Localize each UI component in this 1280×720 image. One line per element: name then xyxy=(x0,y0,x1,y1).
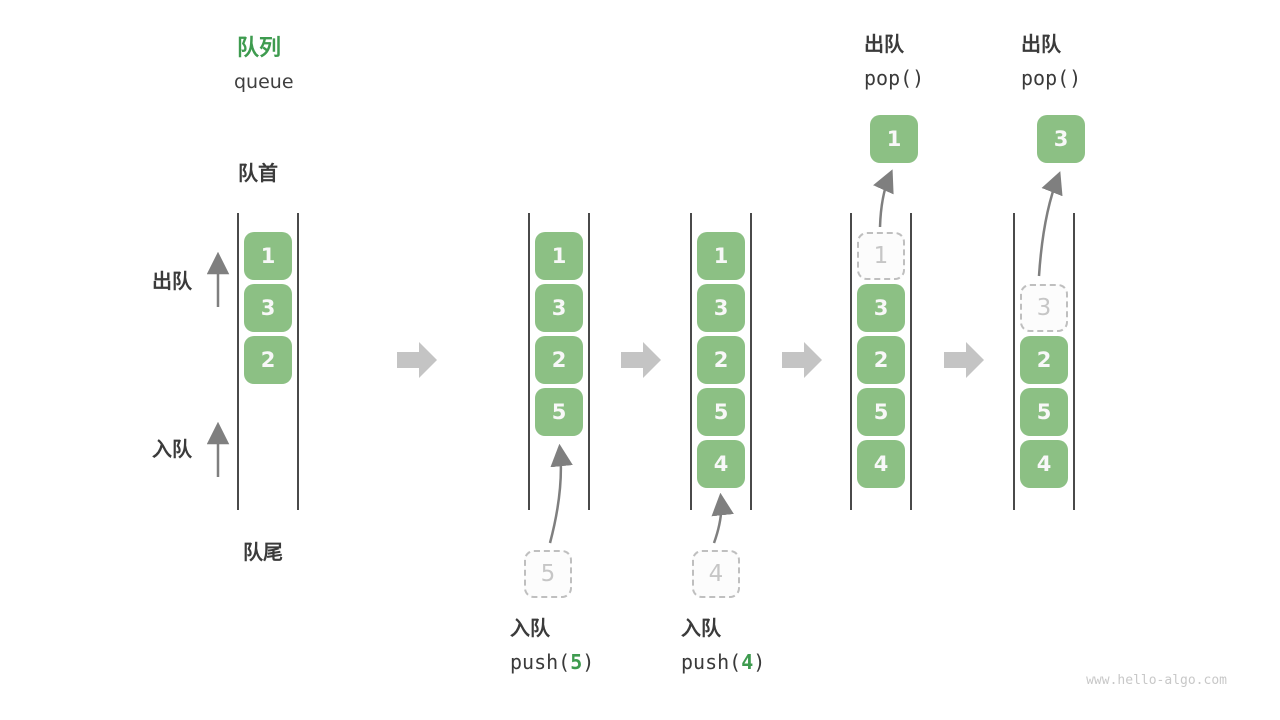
queue-front-label: 队首 xyxy=(238,161,278,185)
queue-item: 5 xyxy=(697,388,745,436)
flow-arrow-1 xyxy=(397,342,437,378)
queue-item: 2 xyxy=(244,336,292,384)
flow-arrow-4 xyxy=(944,342,984,378)
flow-arrow-3 xyxy=(782,342,822,378)
queue-item: 5 xyxy=(535,388,583,436)
push-4-fn-open: push( xyxy=(681,650,742,674)
push-4-caption-zh: 入队 xyxy=(681,616,721,640)
dequeue-side-label: 出队 xyxy=(152,269,192,293)
incoming-item-ghost: 5 xyxy=(524,550,572,598)
queue-item: 4 xyxy=(697,440,745,488)
queue-item: 1 xyxy=(535,232,583,280)
queue-container-after-push-5 xyxy=(528,213,590,510)
queue-item: 5 xyxy=(1020,388,1068,436)
popped-item: 1 xyxy=(870,115,918,163)
queue-item: 4 xyxy=(1020,440,1068,488)
queue-container-initial-queue xyxy=(237,213,299,510)
pop-1-caption-zh: 出队 xyxy=(864,32,904,56)
queue-item: 3 xyxy=(697,284,745,332)
queue-item: 3 xyxy=(857,284,905,332)
watermark: www.hello-algo.com xyxy=(1086,673,1227,688)
diagram-title-en: queue xyxy=(234,71,294,93)
queue-rear-label: 队尾 xyxy=(243,540,283,564)
queue-item-ghost: 3 xyxy=(1020,284,1068,332)
push-4-caption: 入队 push(4) xyxy=(681,612,765,674)
pop-2-caption-zh: 出队 xyxy=(1021,32,1061,56)
diagram-title-zh: 队列 xyxy=(237,36,282,61)
pop-2-caption-code: pop() xyxy=(1021,66,1082,90)
flow-arrow-2 xyxy=(621,342,661,378)
push-5-caption-zh: 入队 xyxy=(510,616,550,640)
queue-item: 2 xyxy=(857,336,905,384)
push-5-fn-open: push( xyxy=(510,650,571,674)
queue-container-after-push-4 xyxy=(690,213,752,510)
incoming-item-ghost: 4 xyxy=(692,550,740,598)
queue-container-after-pop-3 xyxy=(1013,213,1075,510)
push-4-caption-code: push(4) xyxy=(681,650,765,674)
queue-item: 3 xyxy=(244,284,292,332)
queue-item: 5 xyxy=(857,388,905,436)
queue-item: 2 xyxy=(1020,336,1068,384)
pop-1-caption-code: pop() xyxy=(864,66,925,90)
queue-item: 1 xyxy=(244,232,292,280)
enqueue-side-label: 入队 xyxy=(152,437,192,461)
queue-item: 3 xyxy=(535,284,583,332)
push-4-arg: 4 xyxy=(741,650,754,674)
queue-item: 1 xyxy=(697,232,745,280)
queue-item: 4 xyxy=(857,440,905,488)
queue-item: 2 xyxy=(697,336,745,384)
popped-item: 3 xyxy=(1037,115,1085,163)
pop-1-caption: 出队 pop() xyxy=(864,28,924,90)
push-4-fn-close: ) xyxy=(753,650,766,674)
push-5-fn-close: ) xyxy=(582,650,595,674)
queue-container-after-pop-1 xyxy=(850,213,912,510)
push-5-caption-code: push(5) xyxy=(510,650,594,674)
push-5-caption: 入队 push(5) xyxy=(510,612,594,674)
queue-item: 2 xyxy=(535,336,583,384)
pop-2-caption: 出队 pop() xyxy=(1021,28,1081,90)
queue-item-ghost: 1 xyxy=(857,232,905,280)
push-5-arg: 5 xyxy=(570,650,583,674)
